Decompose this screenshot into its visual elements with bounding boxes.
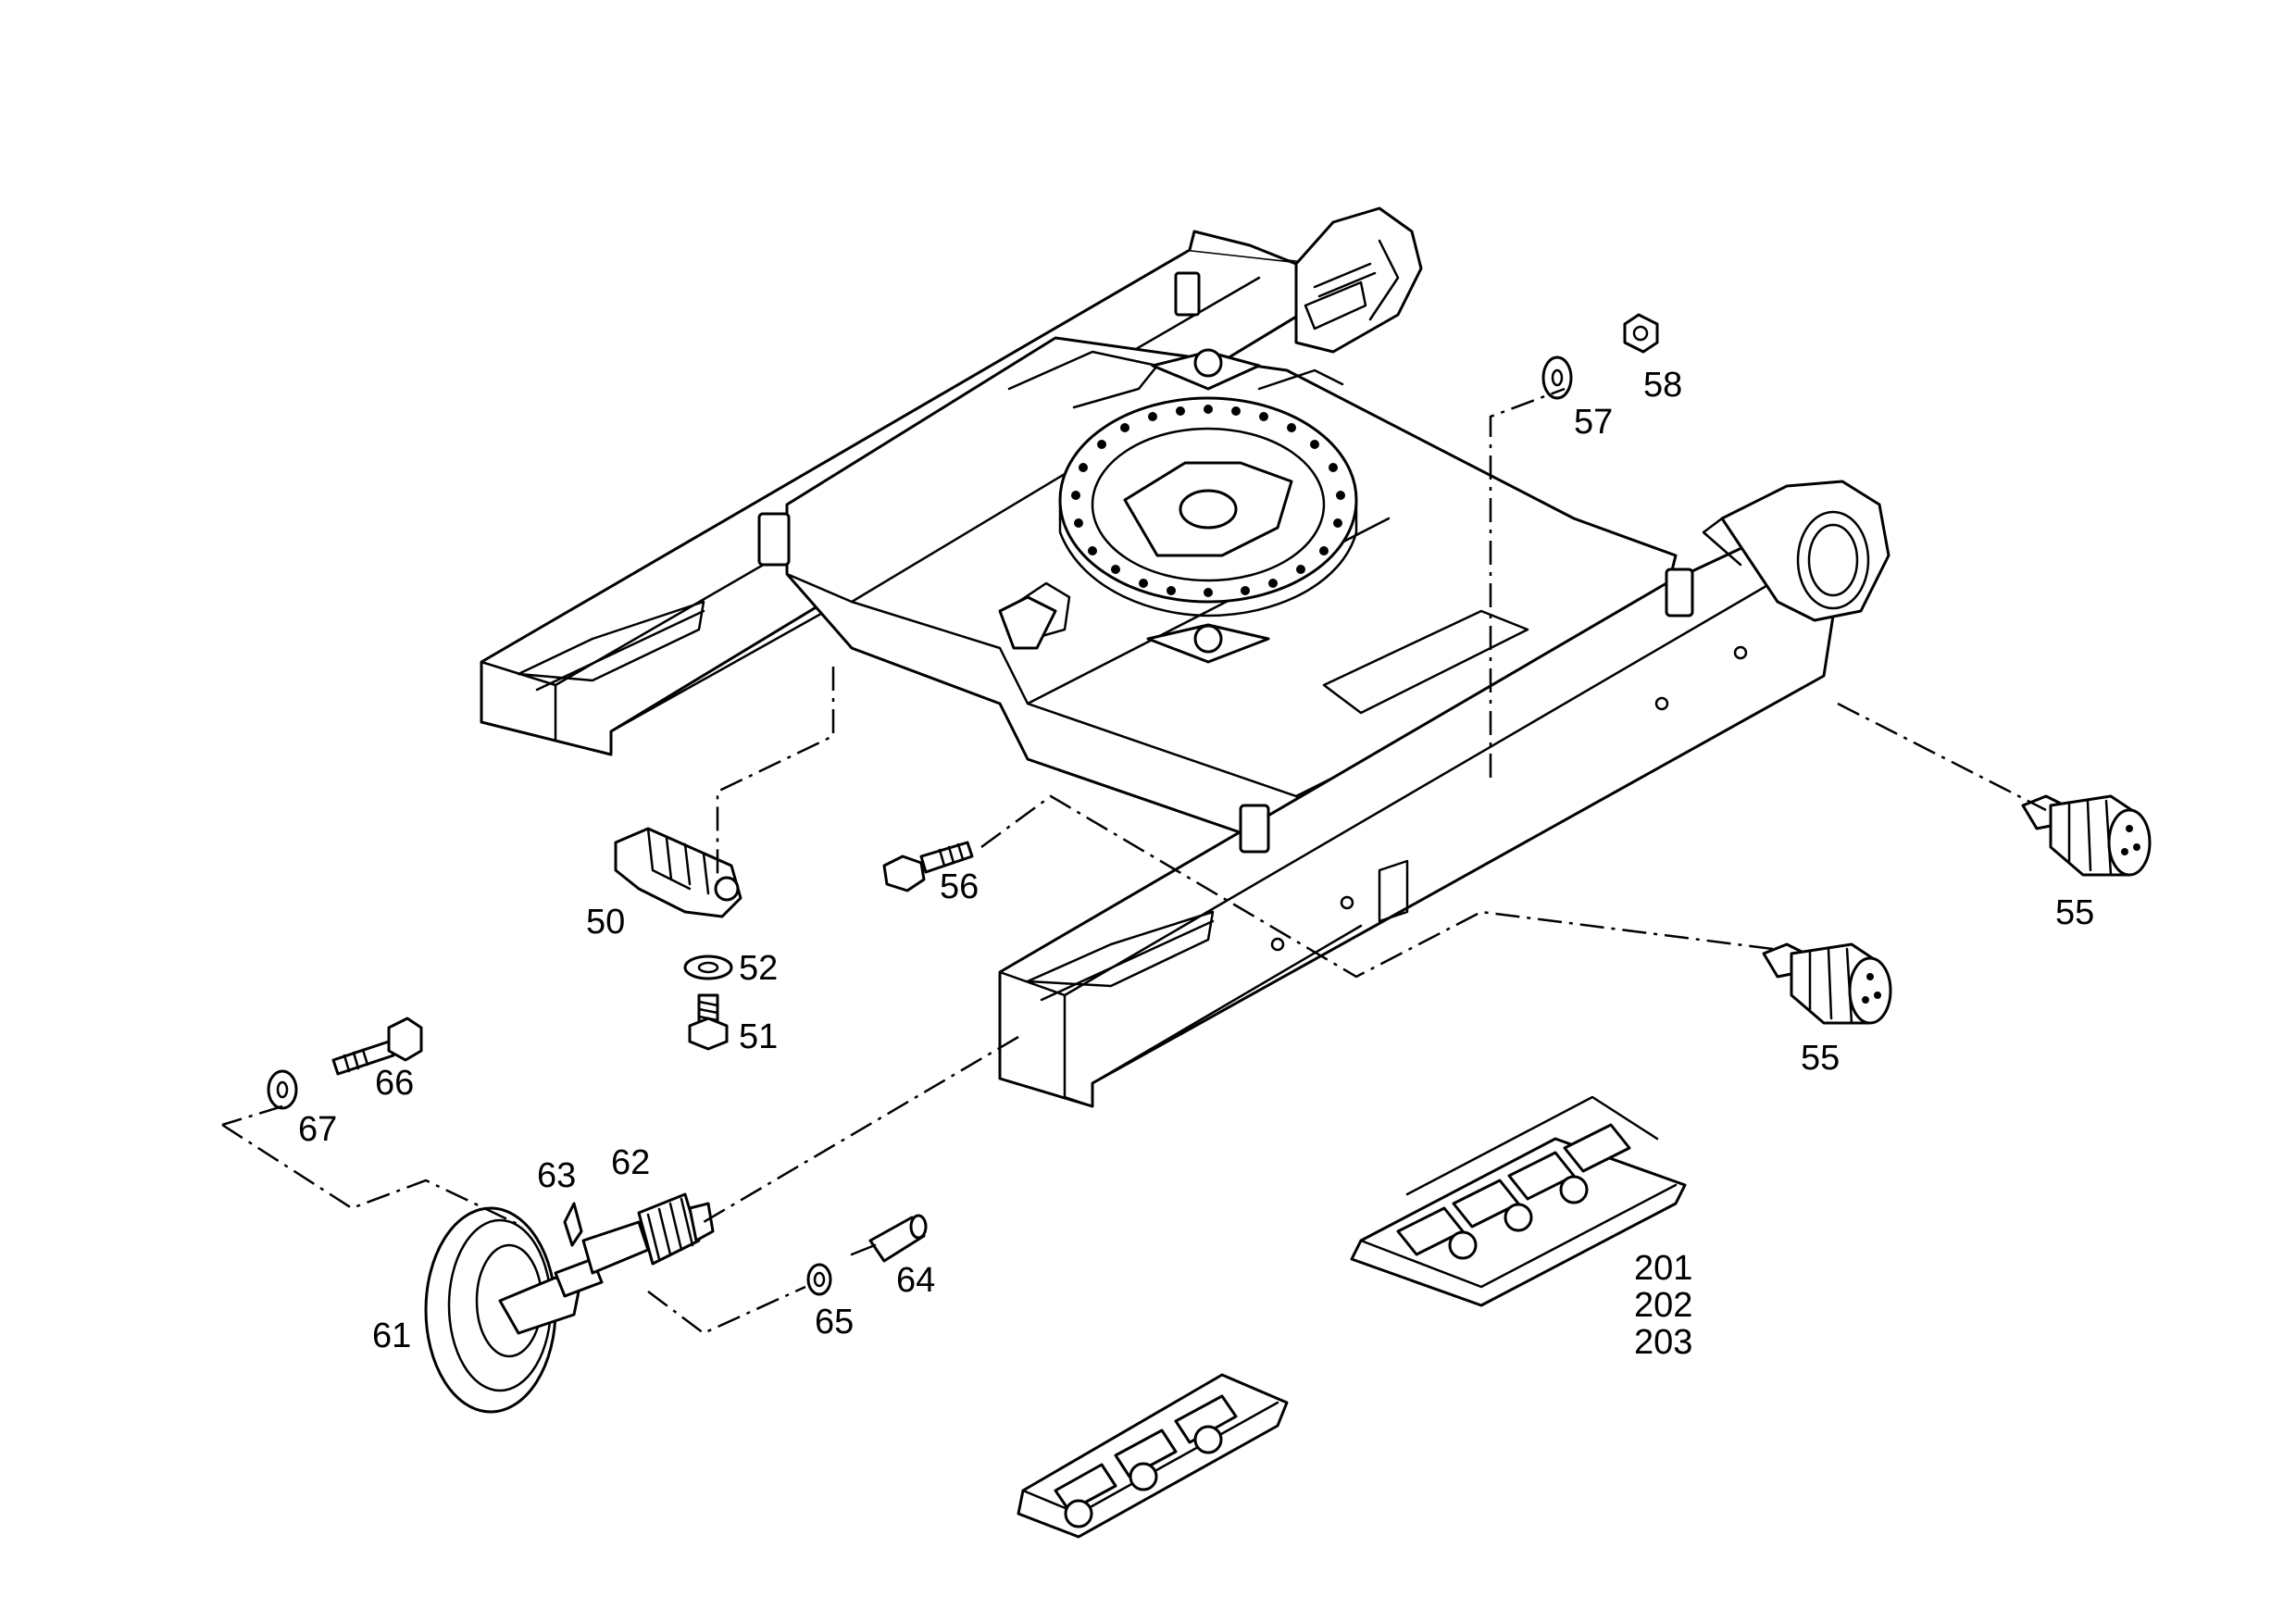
callout-55-upper: 55 [2055, 893, 2094, 932]
callout-203: 203 [1634, 1323, 1692, 1362]
callout-65: 65 [815, 1303, 854, 1341]
washer-65 [806, 1263, 832, 1296]
callout-61: 61 [372, 1316, 411, 1355]
bolt-66 [331, 1017, 423, 1076]
callout-57: 57 [1574, 403, 1613, 442]
washer-67 [267, 1069, 298, 1110]
callout-50: 50 [586, 903, 625, 942]
idler-wheel-61 [424, 1206, 604, 1414]
callout-56: 56 [940, 867, 979, 906]
grease-cylinder-64 [850, 1214, 928, 1263]
callout-58: 58 [1643, 366, 1682, 405]
callout-67: 67 [298, 1110, 337, 1149]
bolt-56 [882, 841, 974, 892]
callout-66: 66 [375, 1064, 414, 1103]
recoil-spring-62 [581, 1192, 715, 1275]
track-roller-55-lower [1762, 942, 1892, 1025]
bracket-63 [563, 1202, 583, 1247]
nut-58 [1623, 313, 1659, 354]
carrier-roller-50 [614, 827, 742, 918]
swing-ring-bolt-holes [1071, 405, 1345, 597]
callout-64: 64 [896, 1261, 935, 1300]
callout-201: 201 [1634, 1249, 1692, 1288]
swing-ring-mount [998, 348, 1358, 664]
washer-52 [683, 954, 733, 980]
track-chain-with-shoes [1350, 1095, 1687, 1307]
callout-202: 202 [1634, 1286, 1692, 1325]
callout-62: 62 [611, 1143, 650, 1182]
callout-51: 51 [739, 1017, 778, 1056]
callout-52: 52 [739, 949, 778, 988]
bolt-51 [688, 993, 729, 1051]
leader-lines [221, 387, 2047, 1335]
callout-63: 63 [537, 1156, 576, 1195]
track-roller-55-upper [2021, 794, 2152, 877]
callout-55-lower: 55 [1801, 1039, 1840, 1078]
track-chain-link [1017, 1373, 1289, 1539]
callout-labels: 50 52 51 56 57 58 55 55 66 67 63 62 61 6… [298, 366, 2094, 1362]
